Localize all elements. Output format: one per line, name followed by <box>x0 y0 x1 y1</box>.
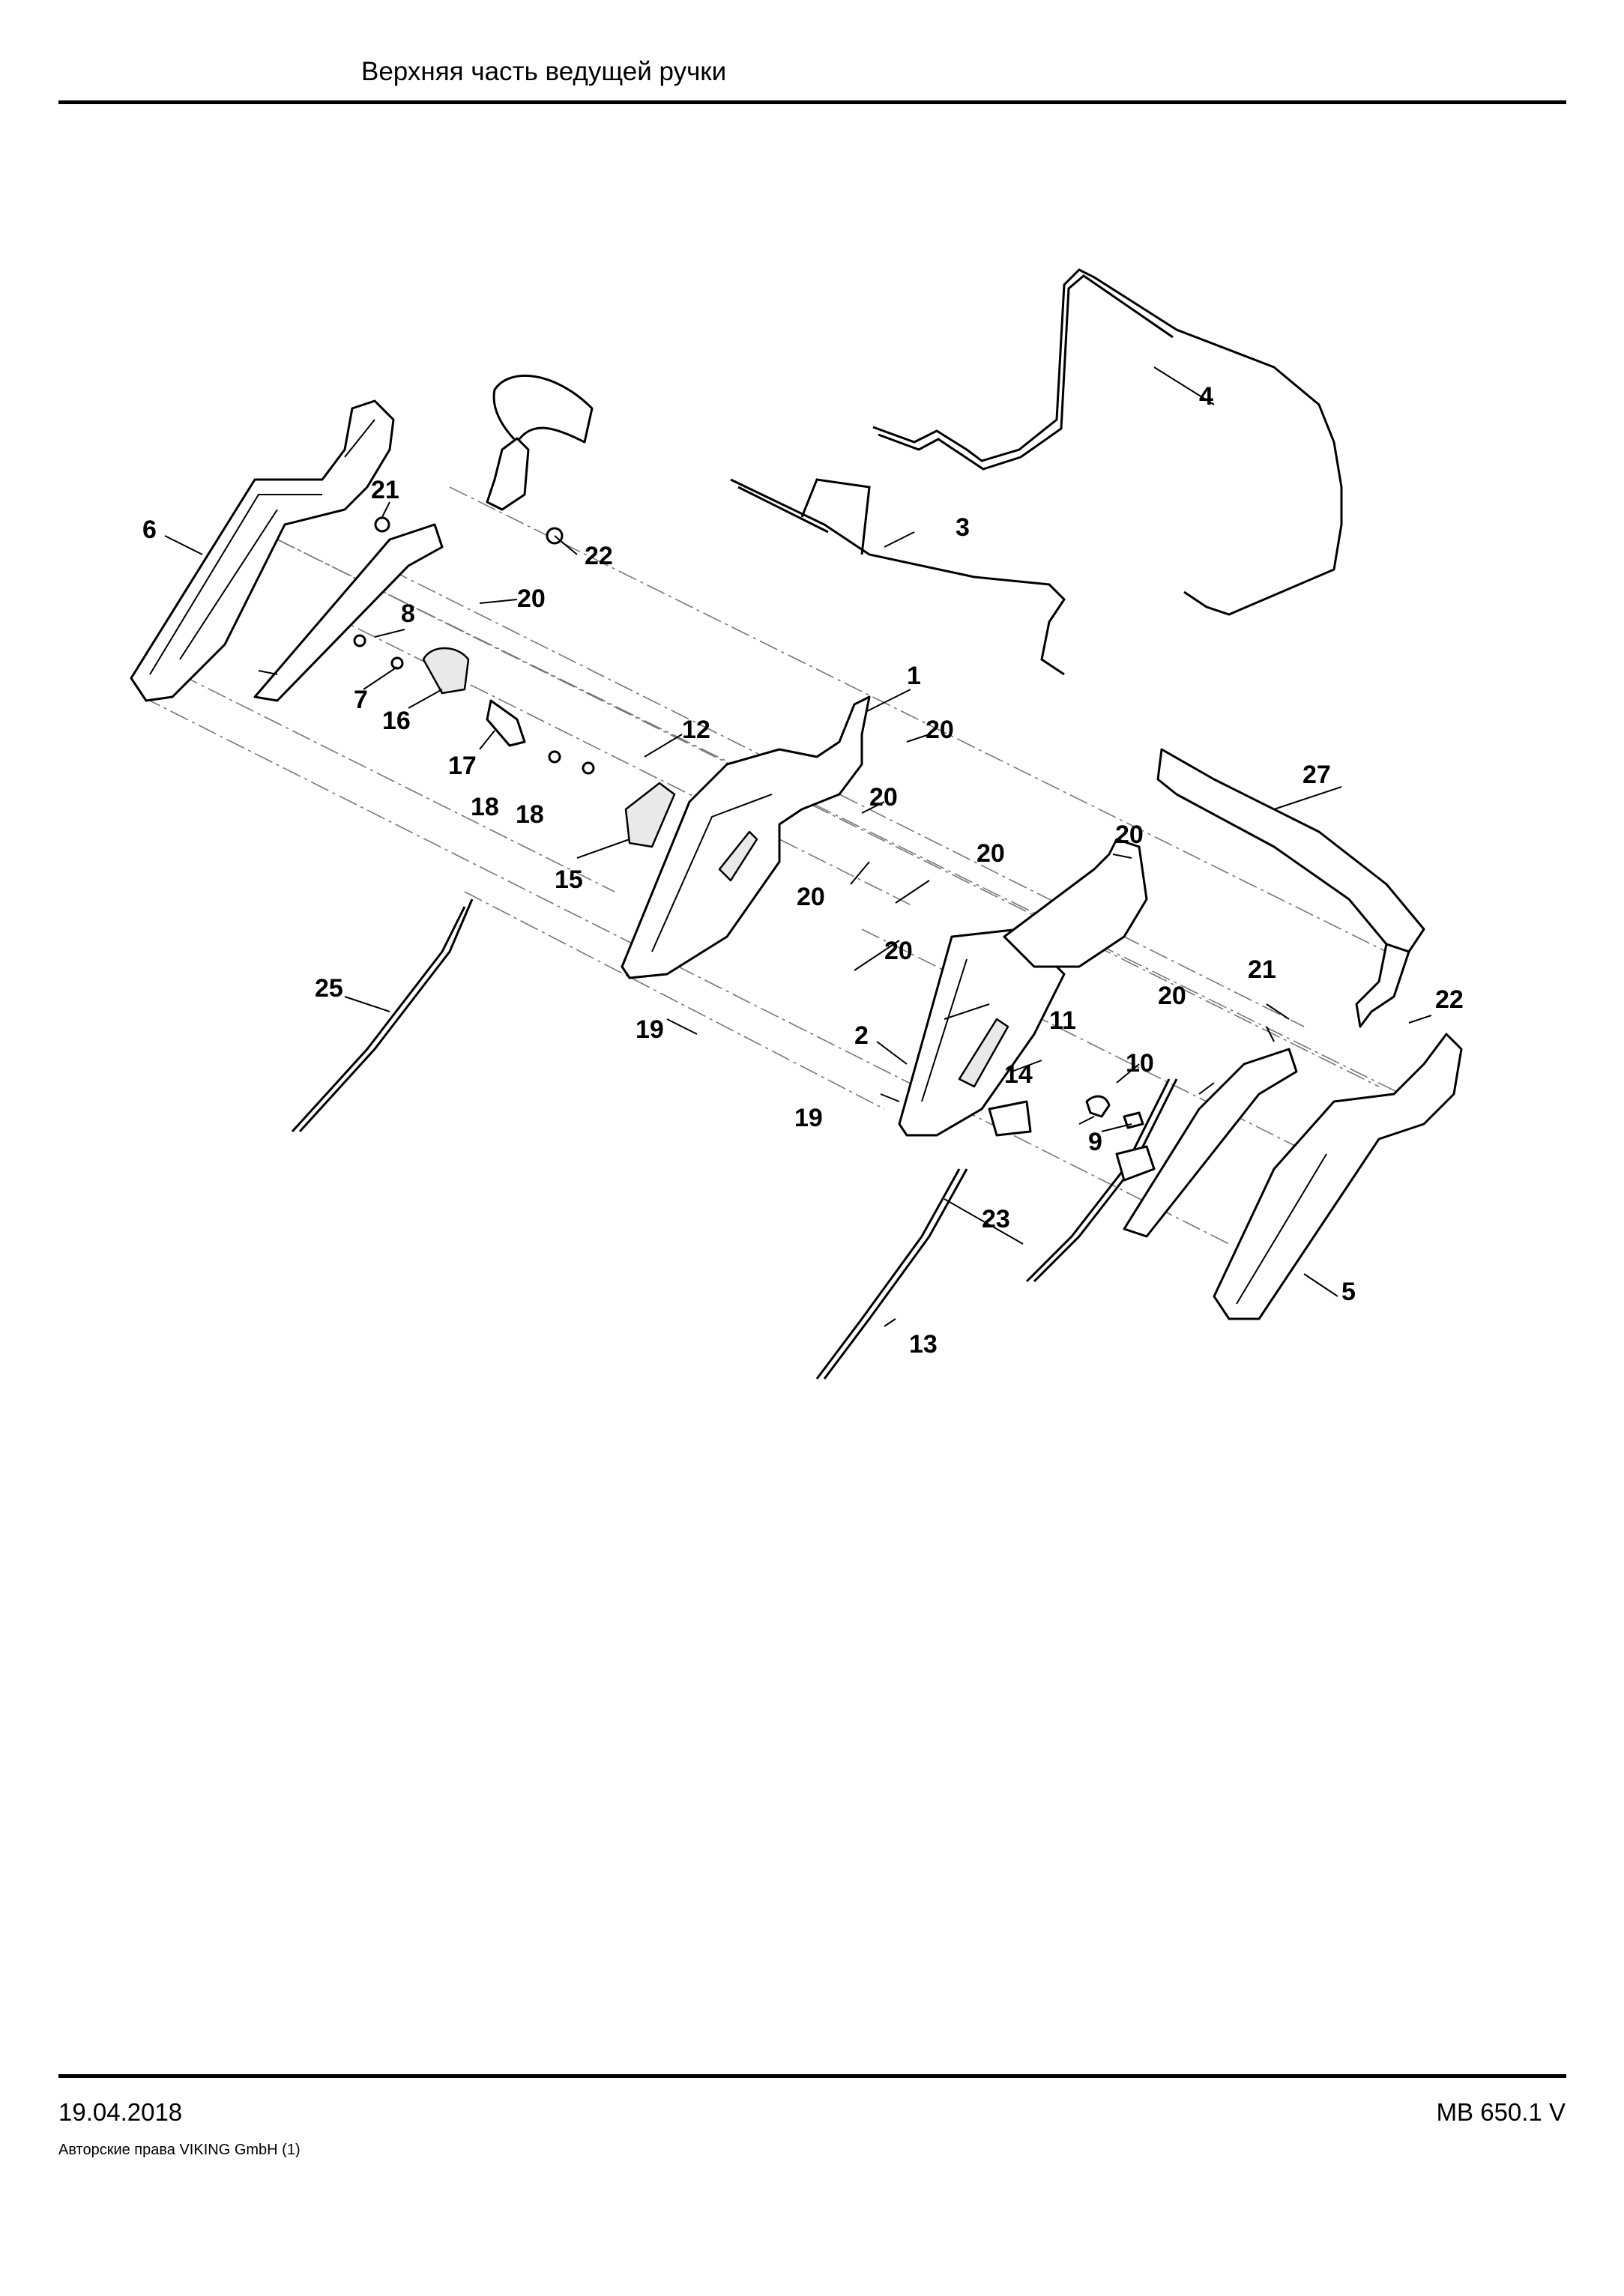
callout-label: 21 <box>371 476 399 504</box>
callout-label: 9 <box>1088 1128 1102 1156</box>
hardware-parts <box>353 516 1156 1182</box>
callout-label: 20 <box>884 937 913 965</box>
right-upper-grip <box>1003 838 1148 968</box>
footer-divider <box>58 2074 1566 2078</box>
callout-label: 20 <box>976 839 1005 868</box>
callout-label: 5 <box>1341 1278 1356 1306</box>
footer-copyright: Авторские права VIKING GmbH (1) <box>58 2142 301 2158</box>
right-handle-tube <box>1123 1048 1298 1238</box>
part-6-left-handle-cover <box>130 399 395 702</box>
callout-label: 22 <box>1435 985 1464 1014</box>
part-5-right-handle-cover <box>1213 1033 1463 1320</box>
callout-label: 14 <box>1004 1060 1033 1089</box>
callout-label: 20 <box>1158 982 1186 1010</box>
page-title: Верхняя часть ведущей ручки <box>361 57 727 86</box>
left-bar-handle-stub <box>486 374 594 511</box>
callout-label: 18 <box>516 800 544 829</box>
callout-label: 20 <box>797 883 825 911</box>
callout-label: 20 <box>869 783 898 812</box>
callout-labels: 1 2 3 4 5 6 7 8 9 10 11 12 13 14 15 16 1… <box>142 382 1464 1359</box>
callout-label: 1 <box>907 662 921 690</box>
callout-label: 22 <box>585 542 613 570</box>
footer-model: MB 650.1 V <box>1436 2098 1566 2126</box>
callout-label: 18 <box>471 793 499 821</box>
part-1-center-housing <box>621 695 871 979</box>
callout-label: 4 <box>1199 382 1213 411</box>
callout-label: 6 <box>142 516 157 544</box>
callout-label: 13 <box>909 1330 938 1359</box>
callout-label: 21 <box>1248 955 1276 984</box>
callout-label: 25 <box>315 974 343 1003</box>
part-4-bail-bar <box>872 268 1343 616</box>
callout-label: 2 <box>854 1021 869 1050</box>
footer-date: 19.04.2018 <box>58 2098 183 2126</box>
callout-label: 27 <box>1302 761 1331 789</box>
cables <box>291 898 1178 1380</box>
part-2-right-housing <box>898 928 1066 1137</box>
left-handle-tube <box>253 523 444 702</box>
callout-label: 3 <box>956 513 970 542</box>
header-divider <box>58 100 1566 104</box>
callout-label: 11 <box>1049 1006 1076 1035</box>
callout-label: 8 <box>401 599 415 628</box>
callout-label: 16 <box>382 707 411 735</box>
leader-lines <box>164 366 1432 1327</box>
part-27-foam-grip <box>1156 748 1425 1028</box>
callout-label: 15 <box>555 865 583 894</box>
part-3-rod <box>730 478 1066 676</box>
callout-label: 19 <box>794 1104 823 1132</box>
callout-label: 17 <box>448 752 477 780</box>
callout-label: 12 <box>682 716 710 744</box>
callout-label: 7 <box>354 686 368 714</box>
callout-label: 23 <box>982 1205 1010 1233</box>
callout-label: 19 <box>636 1015 664 1044</box>
callout-label: 10 <box>1126 1049 1154 1078</box>
callout-label: 20 <box>517 584 546 613</box>
callout-label: 20 <box>1115 821 1144 849</box>
callout-label: 20 <box>926 716 954 744</box>
